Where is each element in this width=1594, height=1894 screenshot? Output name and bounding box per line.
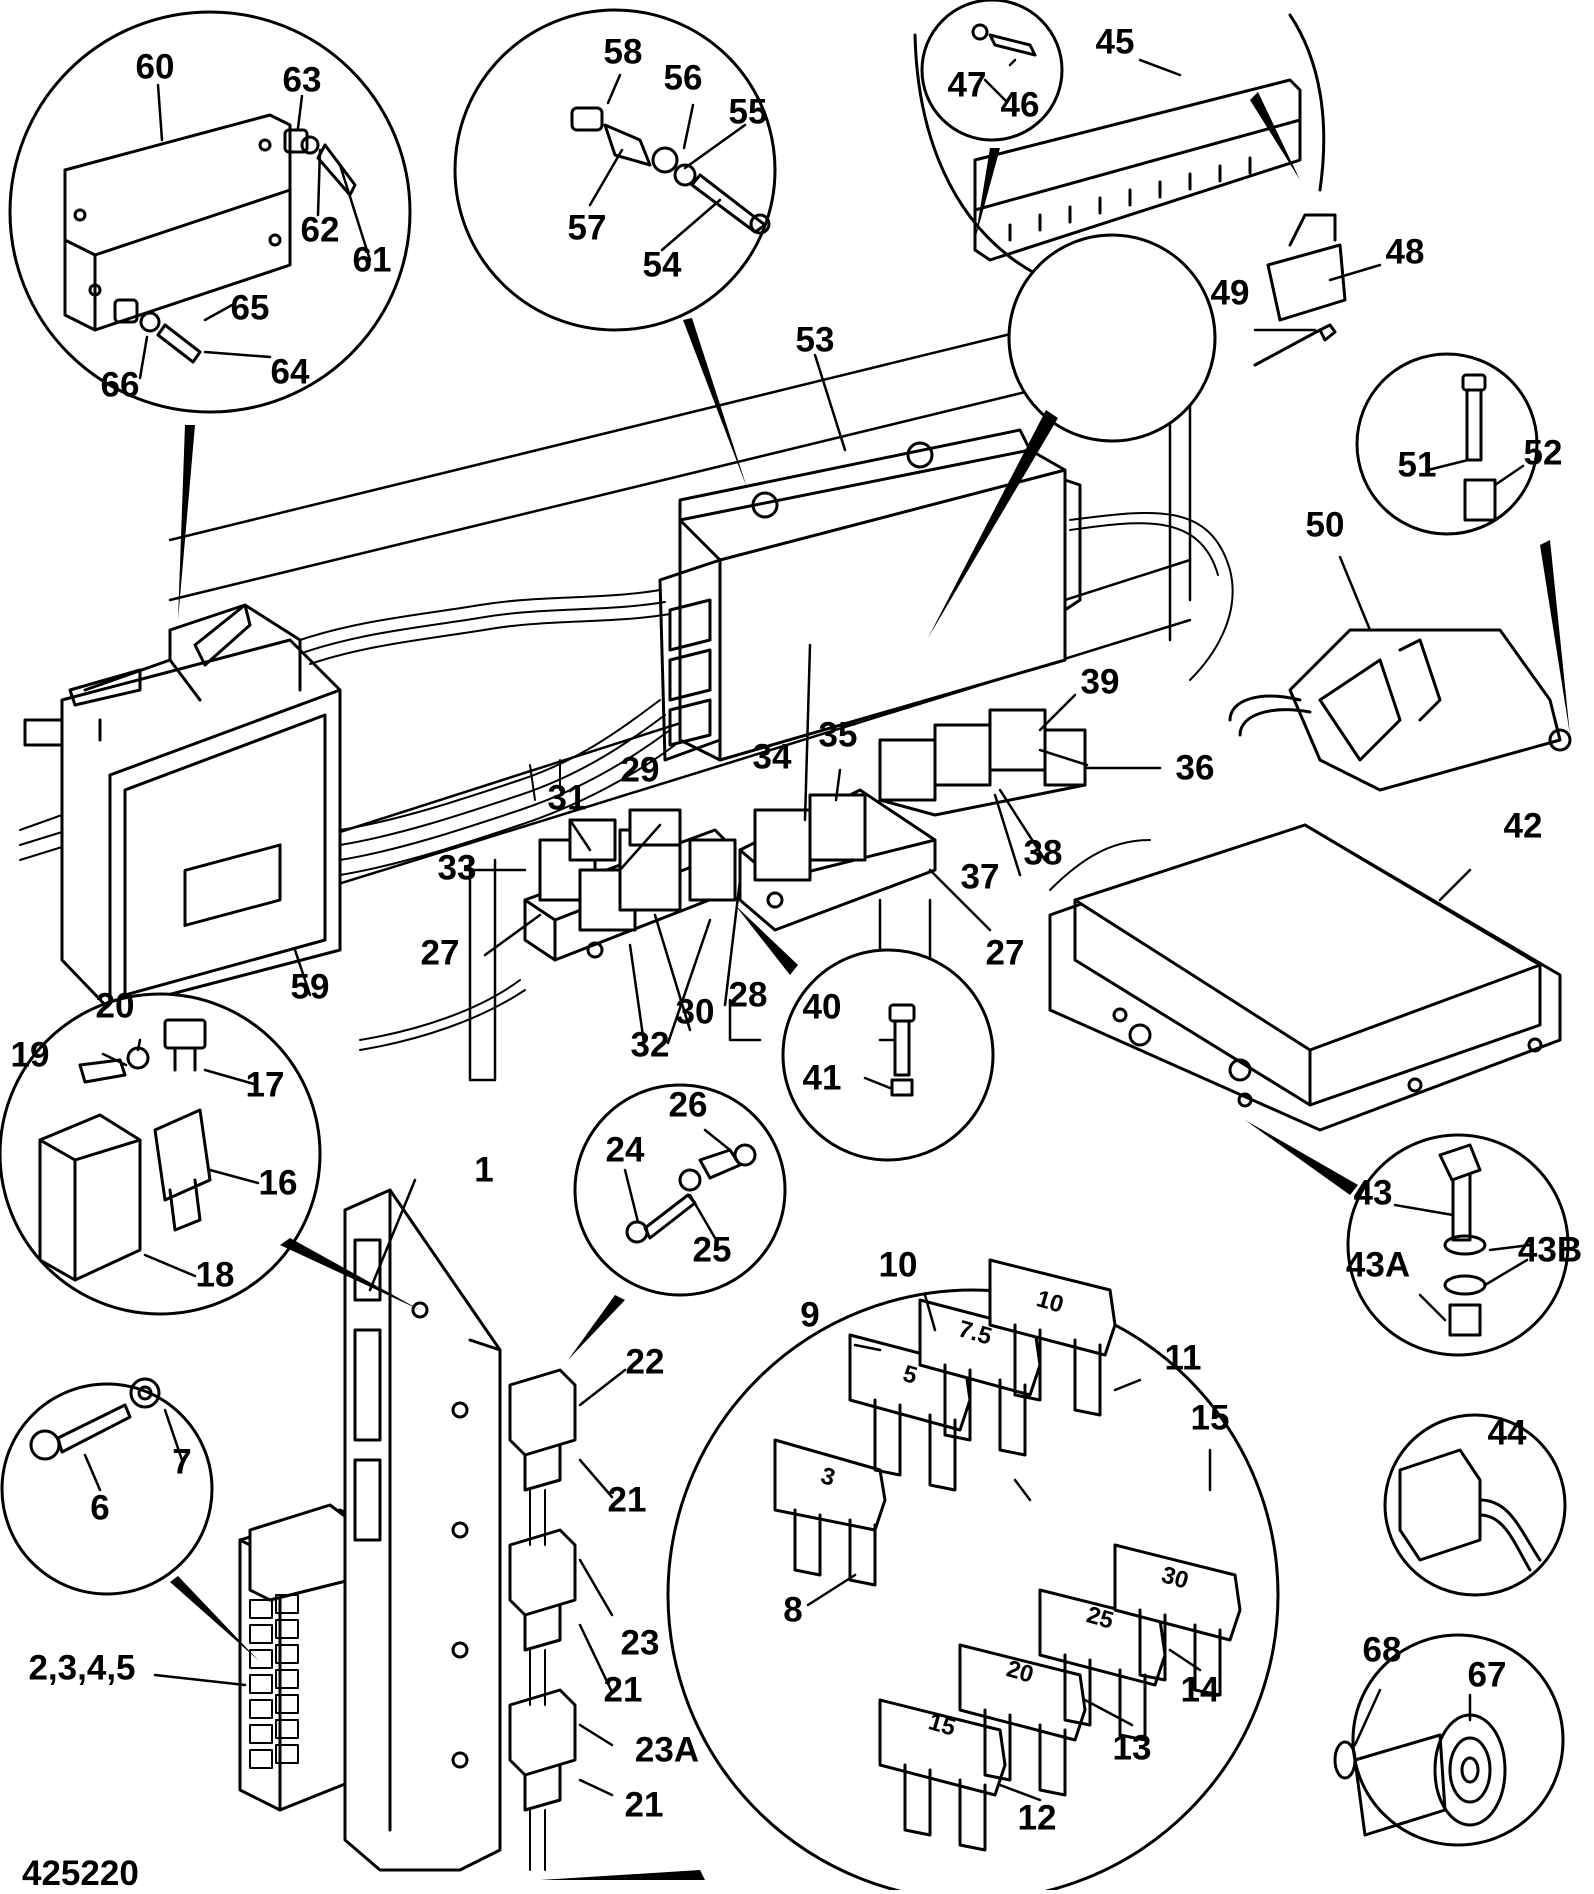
callout-36: 36 — [1176, 749, 1215, 788]
drawing-number: 425220 — [22, 1854, 139, 1893]
callout-37: 37 — [961, 858, 1000, 897]
callout-23a: 23A — [635, 1731, 699, 1770]
wiring-harness — [19, 511, 1234, 1051]
callout-68: 68 — [1363, 1631, 1402, 1670]
blade-fuses — [773, 1258, 1242, 1852]
leader-lines — [83, 58, 1532, 1802]
callout-48: 48 — [1386, 233, 1425, 272]
relay-group-36 — [878, 708, 1087, 817]
callout-55: 55 — [729, 93, 768, 132]
callout-63: 63 — [283, 61, 322, 100]
callout-59: 59 — [291, 968, 330, 1007]
callout-6: 6 — [90, 1489, 109, 1528]
callout-43b: 43B — [1518, 1231, 1582, 1270]
callout-labels: 1 2,3,4,5 6 7 8 9 10 11 12 13 14 15 16 1… — [11, 23, 1583, 1838]
mounting-plate-1 — [343, 1188, 502, 1872]
callout-57: 57 — [568, 209, 607, 248]
callout-15: 15 — [1191, 1399, 1230, 1438]
callout-66: 66 — [101, 366, 140, 405]
callout-60: 60 — [136, 48, 175, 87]
screw-40-41 — [888, 1003, 916, 1097]
module-42 — [1048, 823, 1562, 1132]
callout-26: 26 — [669, 1086, 708, 1125]
module-50 — [1228, 628, 1572, 792]
callout-10: 10 — [879, 1246, 918, 1285]
callout-40: 40 — [803, 988, 842, 1027]
callout-16: 16 — [259, 1164, 298, 1203]
callout-18: 18 — [196, 1256, 235, 1295]
callout-14: 14 — [1181, 1671, 1220, 1710]
callout-53: 53 — [796, 321, 835, 360]
fixing-43 — [1438, 1143, 1487, 1337]
callout-49: 49 — [1211, 274, 1250, 313]
callout-39: 39 — [1081, 663, 1120, 702]
callout-46: 46 — [1001, 86, 1040, 125]
callout-65: 65 — [231, 289, 270, 328]
callout-45: 45 — [1096, 23, 1135, 62]
screw-51-52 — [1461, 373, 1497, 522]
callout-8: 8 — [783, 1591, 802, 1630]
callout-42: 42 — [1504, 807, 1543, 846]
callout-28: 28 — [729, 976, 768, 1015]
callout-23: 23 — [621, 1624, 660, 1663]
callout-38: 38 — [1024, 834, 1063, 873]
callout-44: 44 — [1488, 1414, 1527, 1453]
callout-33: 33 — [438, 849, 477, 888]
callout-24: 24 — [606, 1131, 645, 1170]
callout-47: 47 — [948, 66, 987, 105]
callout-27-right: 27 — [986, 934, 1025, 973]
callout-13: 13 — [1113, 1729, 1152, 1768]
callout-9: 9 — [800, 1296, 819, 1335]
callout-41: 41 — [803, 1059, 842, 1098]
callout-56: 56 — [664, 59, 703, 98]
rail-45 — [971, 23, 1347, 367]
callout-30: 30 — [676, 993, 715, 1032]
callout-12: 12 — [1018, 1799, 1057, 1838]
relay-base-27-right — [738, 788, 937, 932]
callout-34: 34 — [753, 738, 792, 777]
callout-2-3-4-5: 2,3,4,5 — [28, 1649, 135, 1688]
callout-29: 29 — [621, 751, 660, 790]
callout-19: 19 — [11, 1036, 50, 1075]
callout-17: 17 — [246, 1066, 285, 1105]
callout-54: 54 — [643, 246, 682, 285]
callout-43a: 43A — [1346, 1246, 1410, 1285]
callout-58: 58 — [604, 33, 643, 72]
callout-35: 35 — [819, 716, 858, 755]
fuse-holder-16-18 — [38, 1018, 212, 1282]
callout-22: 22 — [626, 1343, 665, 1382]
callout-21-c: 21 — [625, 1786, 664, 1825]
callout-21-a: 21 — [608, 1481, 647, 1520]
relays-21 — [508, 1368, 577, 1871]
callout-1: 1 — [474, 1151, 493, 1190]
screw-6-7 — [29, 1377, 161, 1461]
callout-64: 64 — [271, 353, 310, 392]
callout-11: 11 — [1165, 1339, 1202, 1378]
callout-52: 52 — [1524, 434, 1563, 473]
connector-44 — [1398, 1448, 1542, 1572]
callout-51: 51 — [1398, 446, 1437, 485]
callout-25: 25 — [693, 1231, 732, 1270]
callout-27-left: 27 — [421, 934, 460, 973]
callout-50: 50 — [1306, 506, 1345, 545]
callout-20: 20 — [96, 987, 135, 1026]
callout-61: 61 — [353, 241, 392, 280]
callout-32: 32 — [631, 1026, 670, 1065]
callout-62: 62 — [301, 211, 340, 250]
callout-21-b: 21 — [604, 1671, 643, 1710]
relay-base-27-left — [523, 808, 737, 962]
ecu-module-59 — [23, 603, 342, 1012]
detail-pointers — [170, 92, 1570, 1880]
fixing-54-58 — [570, 106, 771, 235]
callout-43: 43 — [1354, 1174, 1393, 1213]
callout-7: 7 — [172, 1443, 191, 1482]
callout-31: 31 — [548, 779, 587, 818]
callout-67: 67 — [1468, 1656, 1507, 1695]
